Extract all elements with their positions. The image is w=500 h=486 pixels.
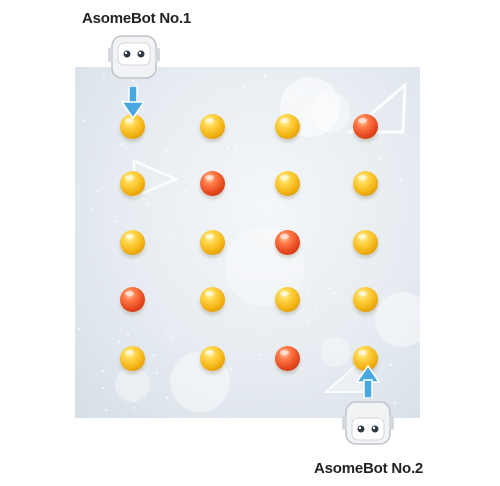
sparkle-dot <box>102 74 105 77</box>
sparkle-dot <box>306 290 309 293</box>
ball-gold-r2c3 <box>275 171 300 196</box>
sparkle-dot <box>185 190 188 193</box>
sparkle-dot <box>298 93 301 96</box>
ball-gold-r3c2 <box>200 230 225 255</box>
sparkle-dot <box>399 179 402 182</box>
sparkle-dot <box>224 238 226 241</box>
sparkle-dot <box>121 144 124 147</box>
sparkle-dot <box>105 408 108 411</box>
sparkle-dot <box>390 363 393 366</box>
sparkle-dot <box>280 205 282 208</box>
sparkle-dot <box>315 307 318 310</box>
sparkle-dot <box>263 75 266 78</box>
sparkle-dot <box>299 367 302 369</box>
sparkle-dot <box>171 336 174 339</box>
sparkle-dot <box>287 96 290 99</box>
sparkle-dot <box>237 210 240 213</box>
ball-gold-r4c3 <box>275 287 300 312</box>
sparkle-dot <box>114 151 117 154</box>
ball-gold-r5c4 <box>353 346 378 371</box>
deco-bubble <box>375 292 420 347</box>
bot2-label: AsomeBot No.2 <box>314 460 424 477</box>
sparkle-dot <box>228 98 231 101</box>
sparkle-dot <box>230 367 233 370</box>
ball-gold-r5c2 <box>200 346 225 371</box>
sparkle-dot <box>96 189 99 192</box>
ball-gold-r5c1 <box>120 346 145 371</box>
game-board <box>75 67 420 418</box>
ball-red-r2c2 <box>200 171 225 196</box>
arrow-down-icon <box>121 86 145 120</box>
sparkle-dot <box>343 114 346 117</box>
sparkle-dot <box>117 340 120 343</box>
ball-gold-r3c1 <box>120 230 145 255</box>
sparkle-dot <box>333 292 336 295</box>
sparkle-dot <box>170 235 173 238</box>
deco-bubble <box>320 337 350 367</box>
sparkle-dot <box>228 218 231 221</box>
sparkle-dot <box>132 407 135 410</box>
sparkle-dot <box>235 148 238 151</box>
sparkle-dot <box>153 353 156 356</box>
sparkle-dot <box>265 235 268 238</box>
sparkle-dot <box>224 356 227 359</box>
sparkle-dot <box>244 148 247 151</box>
sparkle-dot <box>241 260 244 263</box>
ball-red-r1c4 <box>353 114 378 139</box>
sparkle-dot <box>303 163 306 166</box>
sparkle-dot <box>260 180 263 183</box>
sparkle-dot <box>91 209 94 212</box>
sparkle-dot <box>394 401 397 404</box>
deco-bubble <box>115 367 150 402</box>
sparkle-dot <box>156 372 159 375</box>
sparkle-dot <box>327 112 330 115</box>
sparkle-dot <box>164 148 167 151</box>
ball-gold-r1c2 <box>200 114 225 139</box>
sparkle-dot <box>77 327 80 330</box>
ball-gold-r4c4 <box>353 287 378 312</box>
sparkle-dot <box>225 241 228 244</box>
sparkle-dot <box>101 370 104 373</box>
arrow-up-icon <box>356 364 380 398</box>
ball-red-r5c3 <box>275 346 300 371</box>
sparkle-dot <box>102 386 105 389</box>
sparkle-dot <box>274 219 277 222</box>
sparkle-dot <box>83 120 86 123</box>
ball-red-r3c3 <box>275 230 300 255</box>
sparkle-dot <box>165 396 168 399</box>
sparkle-dot <box>303 121 306 124</box>
sparkle-dot <box>153 169 156 172</box>
sparkle-dot <box>242 84 245 87</box>
sparkle-dot <box>116 220 119 223</box>
deco-bubble <box>310 92 350 132</box>
sparkle-dot <box>127 333 130 336</box>
ball-gold-r2c4 <box>353 171 378 196</box>
sparkle-dot <box>226 147 229 150</box>
ball-gold-r2c1 <box>120 171 145 196</box>
sparkle-dot <box>148 202 151 205</box>
sparkle-dot <box>379 158 382 161</box>
sparkle-dot <box>257 353 260 356</box>
ball-gold-r1c3 <box>275 114 300 139</box>
ball-gold-r4c2 <box>200 287 225 312</box>
sparkle-dot <box>194 187 197 190</box>
ball-red-r4c1 <box>120 287 145 312</box>
sparkle-dot <box>166 331 169 334</box>
bot1-label: AsomeBot No.1 <box>82 10 192 27</box>
sparkle-dot <box>77 191 80 194</box>
sparkle-dot <box>212 104 215 107</box>
sparkle-dot <box>329 287 332 290</box>
asomebot-1-robot-icon[interactable] <box>108 30 160 80</box>
sparkle-dot <box>399 132 402 135</box>
asomebot-2-robot-icon[interactable] <box>342 400 394 450</box>
sparkle-dot <box>274 228 277 231</box>
sparkle-dot <box>308 321 311 324</box>
sparkle-dot <box>217 256 220 259</box>
sparkle-dot <box>275 208 278 211</box>
ball-gold-r3c4 <box>353 230 378 255</box>
sparkle-dot <box>132 79 135 82</box>
